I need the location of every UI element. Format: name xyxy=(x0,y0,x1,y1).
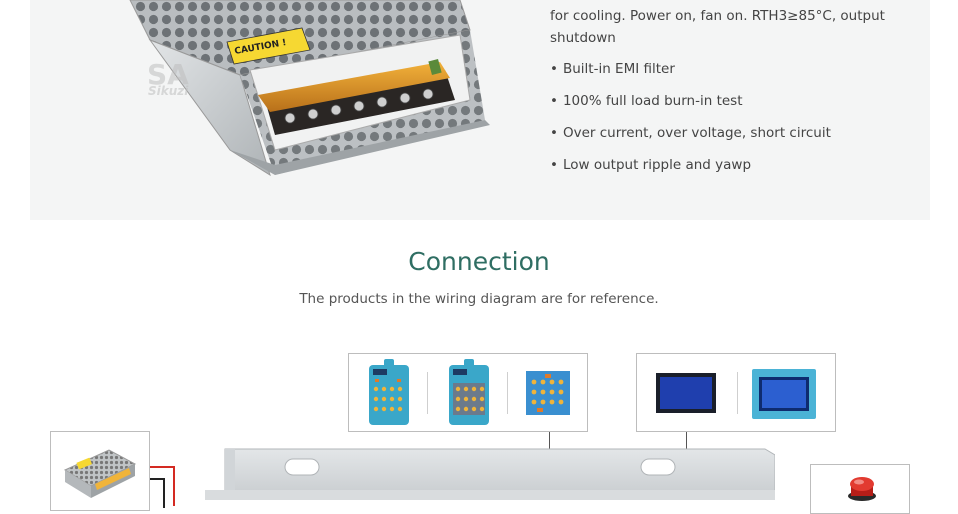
feature-intro: for cooling. Power on, fan on. RTH3≥85°C… xyxy=(550,5,940,49)
black-wire xyxy=(163,478,165,508)
feature-item-text: 100% full load burn-in test xyxy=(562,93,743,109)
feature-item-text: Low output ripple and yawp xyxy=(562,157,752,173)
emergency-stop-box xyxy=(810,464,910,514)
keypad-device-1-icon xyxy=(369,359,409,425)
divider xyxy=(507,372,508,414)
divider xyxy=(427,372,428,414)
black-wire xyxy=(150,478,164,480)
section-title: Connection xyxy=(408,247,550,276)
display-devices-box xyxy=(636,353,836,432)
feature-bullets: •Built-in EMI filter •100% full load bur… xyxy=(550,58,940,186)
bullet-icon: • xyxy=(550,93,558,109)
power-supply-photo: CAUTION ! xyxy=(129,0,490,177)
keypad-devices-box xyxy=(348,353,588,432)
lcd-module-icon xyxy=(752,369,816,419)
power-supply-thumbnail-icon xyxy=(63,449,137,498)
bullet-icon: • xyxy=(550,125,558,141)
feature-item: •Built-in EMI filter xyxy=(550,58,940,90)
lcd-display-icon xyxy=(656,373,716,413)
feature-item: •100% full load burn-in test xyxy=(550,90,940,122)
wiring-diagram xyxy=(0,330,958,514)
divider xyxy=(737,372,738,414)
feature-item: •Over current, over voltage, short circu… xyxy=(550,122,940,154)
feature-intro-line-2: shutdown xyxy=(550,30,616,46)
red-wire xyxy=(150,466,174,468)
keypad-device-2-icon xyxy=(449,359,489,425)
feature-item: •Low output ripple and yawp xyxy=(550,154,940,186)
emergency-stop-button-icon xyxy=(848,477,876,501)
feature-item-text: Over current, over voltage, short circui… xyxy=(562,125,831,141)
power-supply-box xyxy=(50,431,150,511)
feature-list: for cooling. Power on, fan on. RTH3≥85°C… xyxy=(550,5,940,186)
watermark-subtext: Sikuzi xyxy=(148,84,189,98)
din-rail xyxy=(205,448,775,500)
product-feature-panel: CAUTION ! SA Sikuzi for cooling. Power o… xyxy=(30,0,930,220)
keypad-device-3-icon xyxy=(526,371,570,415)
feature-intro-line-1: for cooling. Power on, fan on. RTH3≥85°C… xyxy=(550,8,885,24)
section-subtitle: The products in the wiring diagram are f… xyxy=(299,291,659,307)
bullet-icon: • xyxy=(550,61,558,77)
feature-item-text: Built-in EMI filter xyxy=(562,61,675,77)
red-wire xyxy=(173,466,175,506)
watermark-logo: SA xyxy=(147,58,189,91)
bullet-icon: • xyxy=(550,157,558,173)
